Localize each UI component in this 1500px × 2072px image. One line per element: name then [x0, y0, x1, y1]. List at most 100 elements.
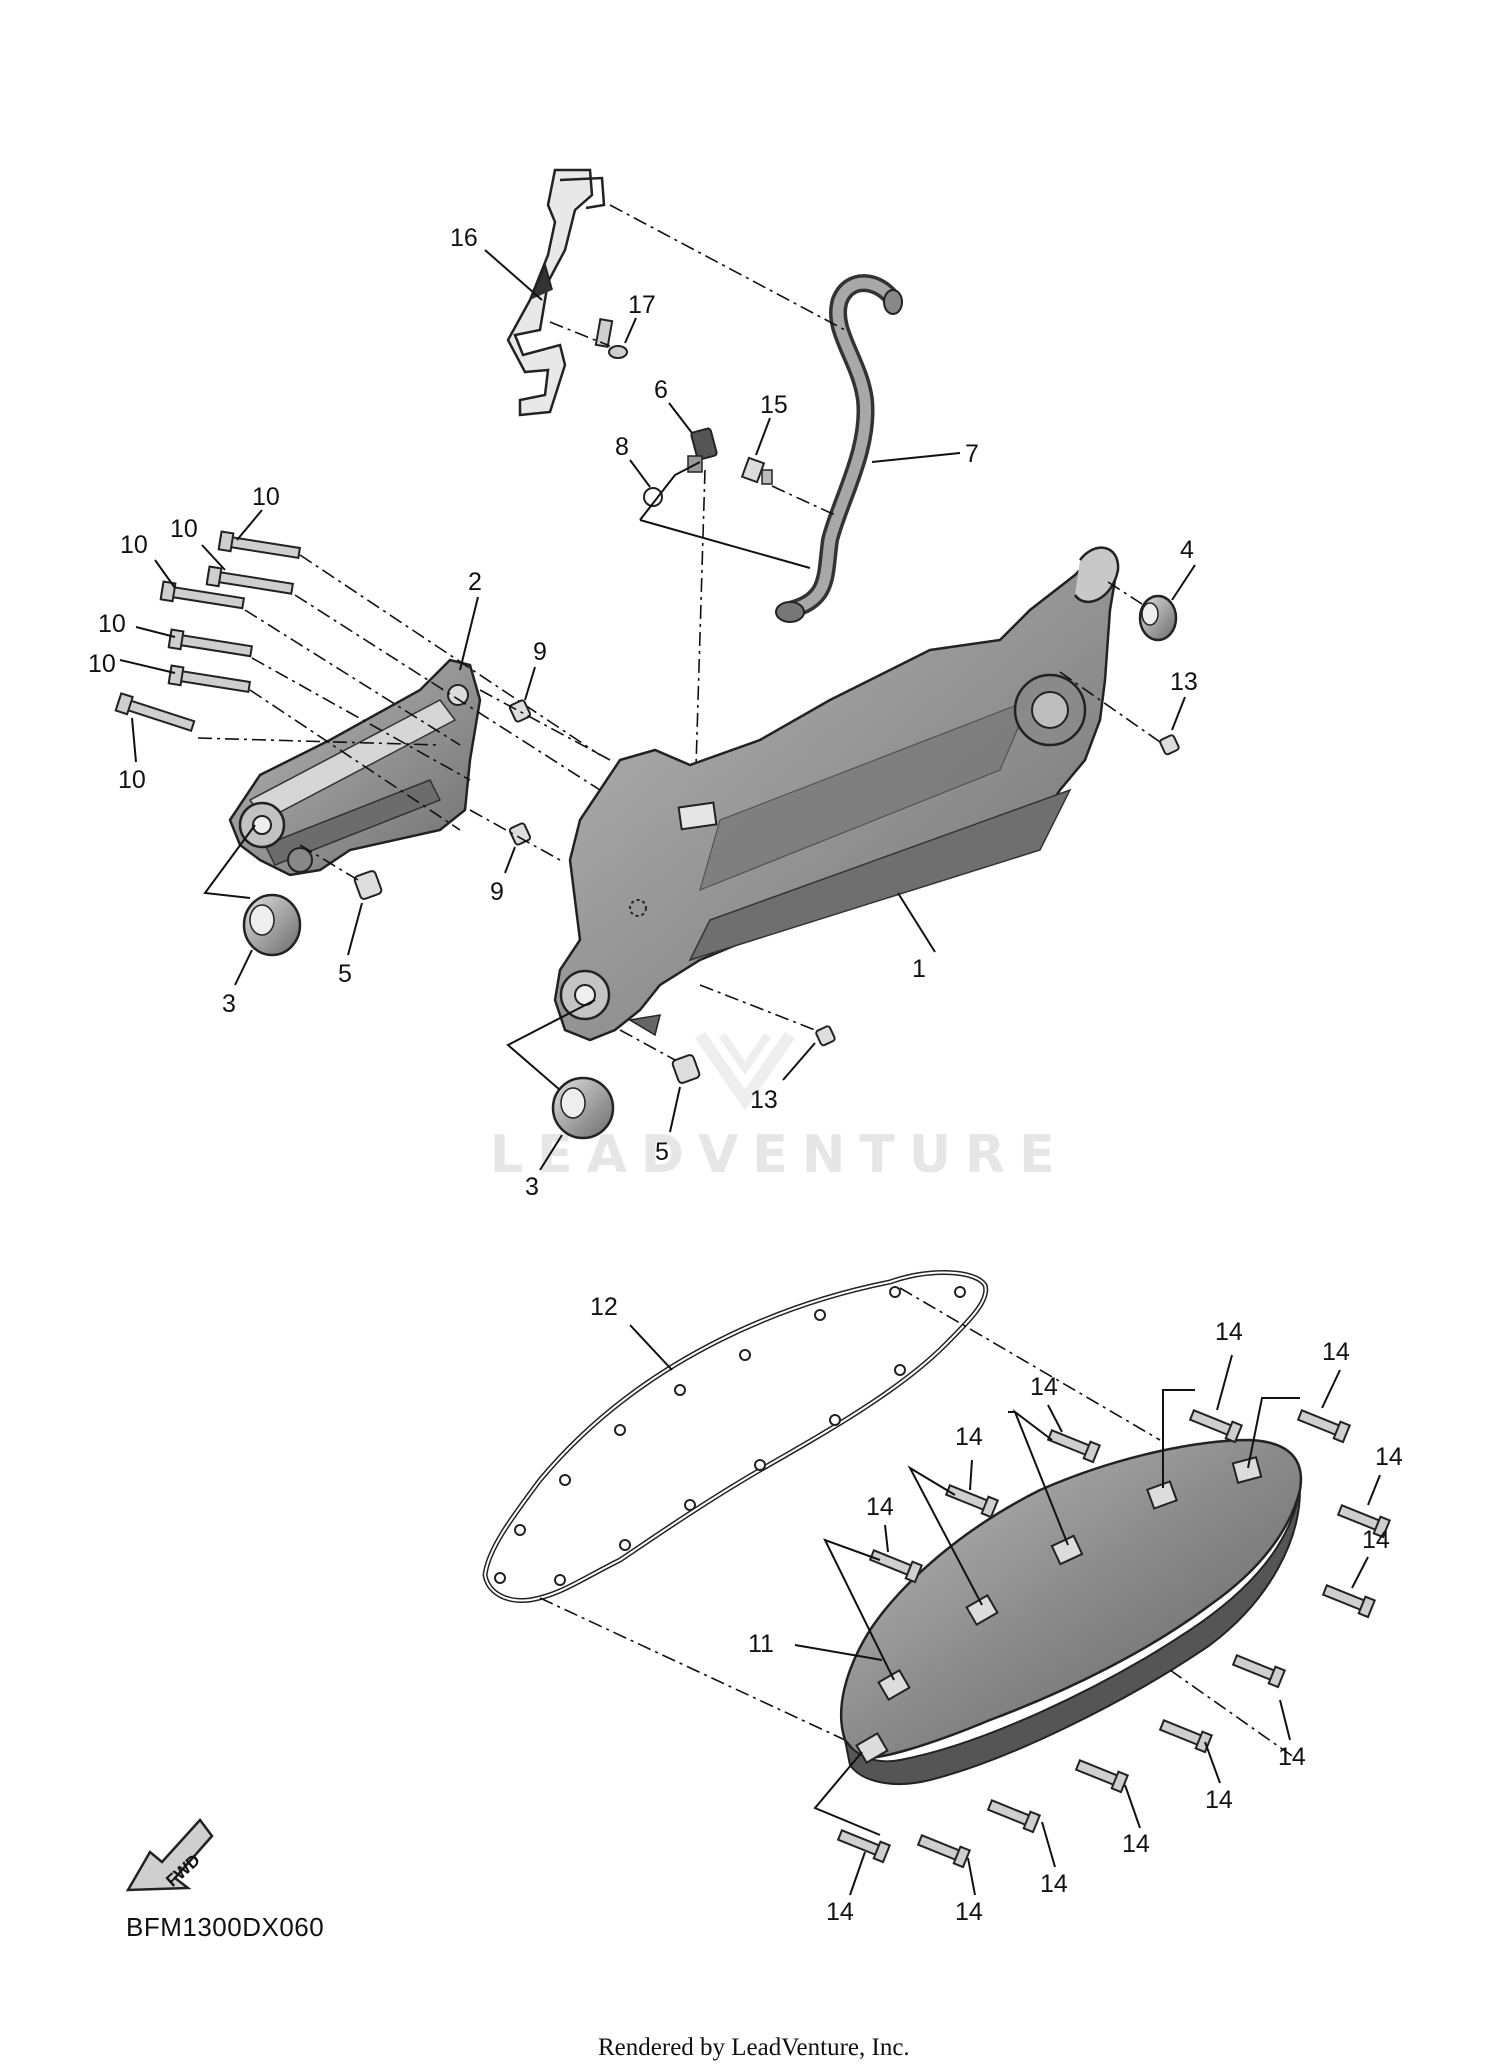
- leader-10f: [131, 717, 137, 763]
- callout-15: 15: [760, 391, 788, 419]
- callout-13-lower: 13: [750, 1086, 778, 1114]
- callout-5-left: 5: [338, 960, 352, 988]
- leader-8: [629, 459, 651, 488]
- callout-5-center: 5: [655, 1138, 669, 1166]
- part-8-o-ring: [643, 487, 663, 507]
- leader-7: [871, 452, 961, 463]
- leader-14g: [1351, 1556, 1369, 1589]
- callout-14e: 14: [866, 1493, 894, 1521]
- callout-4: 4: [1180, 536, 1194, 564]
- leader-14m: [849, 1851, 866, 1896]
- leader-1: [897, 892, 936, 953]
- leader-14k: [1041, 1821, 1056, 1868]
- leader-14d-cover: [907, 1465, 983, 1606]
- leader-13-upper: [1171, 696, 1186, 731]
- callout-14m: 14: [826, 1898, 854, 1926]
- leader-3-center: [506, 999, 596, 1091]
- leader-9-lower: [504, 846, 516, 874]
- callout-9-upper: 9: [533, 638, 547, 666]
- part-7-hose: [775, 274, 903, 623]
- dash-15: [771, 485, 836, 516]
- dash-10a: [299, 554, 601, 756]
- leader-17: [624, 317, 637, 344]
- callout-9-lower: 9: [490, 878, 504, 906]
- callout-14b: 14: [1322, 1338, 1350, 1366]
- callout-labels: 16 17 6 15 8 7 4 13 2 10 10 10 10 10 10 …: [88, 224, 1403, 1926]
- dash-9-lower: [469, 809, 561, 861]
- callout-10a: 10: [252, 483, 280, 511]
- leader-5-left: [347, 902, 363, 956]
- callout-16: 16: [450, 224, 478, 252]
- leader-8-hose: [639, 519, 811, 569]
- leader-10a: [236, 509, 263, 541]
- leader-14m-cover: [813, 1751, 881, 1836]
- callout-6: 6: [654, 376, 668, 404]
- callout-14a: 14: [1215, 1318, 1243, 1346]
- leader-10c: [154, 559, 176, 589]
- leader-14i: [1204, 1741, 1221, 1784]
- leader-3-left-label: [234, 949, 253, 986]
- part-13-dowel-lower: [815, 1025, 836, 1047]
- callout-14c: 14: [1030, 1373, 1058, 1401]
- dash-4: [1107, 581, 1143, 605]
- leader-9-upper: [524, 666, 536, 701]
- callout-3-center: 3: [525, 1173, 539, 1201]
- dash-17: [549, 321, 611, 347]
- dash-13-lower: [699, 984, 816, 1031]
- leader-14f: [1367, 1474, 1381, 1506]
- callout-8: 8: [615, 433, 629, 461]
- leader-3-left: [203, 824, 256, 899]
- callout-2: 2: [468, 568, 482, 596]
- part-1-crankcase-cover: [553, 546, 1120, 1042]
- part-10-bolts: [114, 530, 302, 733]
- dash-9-upper: [479, 689, 611, 761]
- callout-14f: 14: [1375, 1443, 1403, 1471]
- leader-14a-cover: [1162, 1389, 1195, 1488]
- leader-14e-cover: [823, 1538, 895, 1681]
- part-9-dowel-upper: [508, 699, 532, 723]
- part-3-bushing-left: [242, 893, 302, 957]
- diagram-code: BFM1300DX060: [126, 1912, 324, 1942]
- callout-11: 11: [748, 1630, 774, 1658]
- leader-14b-cover: [1247, 1397, 1300, 1469]
- part-12-gasket: [482, 1270, 989, 1603]
- callout-10b: 10: [170, 515, 198, 543]
- part-5-collar-left: [353, 870, 383, 900]
- part-6-sensor: [687, 427, 718, 473]
- part-13-dowel-upper: [1159, 734, 1180, 756]
- leader-11: [794, 1644, 883, 1661]
- callout-14i: 14: [1205, 1786, 1233, 1814]
- part-4-bushing: [1138, 594, 1178, 642]
- callout-14j: 14: [1122, 1830, 1150, 1858]
- leader-14a: [1216, 1354, 1233, 1411]
- leader-14e: [884, 1524, 889, 1553]
- leader-14b: [1321, 1369, 1341, 1409]
- leader-5-center: [669, 1086, 681, 1133]
- leader-10e: [119, 659, 176, 674]
- leader-13-lower: [782, 1042, 816, 1081]
- part-9-dowel-lower: [508, 822, 532, 846]
- dash-14-row: [1169, 1669, 1296, 1759]
- dash-13-upper: [1059, 671, 1161, 743]
- dash-6-case: [694, 469, 706, 801]
- watermark-logo: [695, 1031, 795, 1111]
- dash-10d: [251, 657, 471, 781]
- footer-credit: Rendered by LeadVenture, Inc.: [598, 2034, 910, 2061]
- leader-3-center-label: [539, 1134, 563, 1171]
- part-17-bolt: [594, 317, 628, 359]
- callout-14g: 14: [1362, 1526, 1390, 1554]
- callout-10f: 10: [118, 766, 146, 794]
- dash-5-center: [619, 1029, 676, 1061]
- dash-12-upper: [899, 1287, 1161, 1441]
- callout-10d: 10: [98, 610, 126, 638]
- dash-16-7: [609, 204, 846, 331]
- dash-10b: [294, 594, 601, 791]
- leader-10d: [135, 626, 176, 638]
- dash-5-left: [299, 844, 359, 881]
- leader-14c: [1047, 1404, 1063, 1433]
- leader-16: [484, 249, 543, 301]
- dash-10f: [197, 737, 441, 746]
- callout-14h: 14: [1278, 1743, 1306, 1771]
- callout-14l: 14: [955, 1898, 983, 1926]
